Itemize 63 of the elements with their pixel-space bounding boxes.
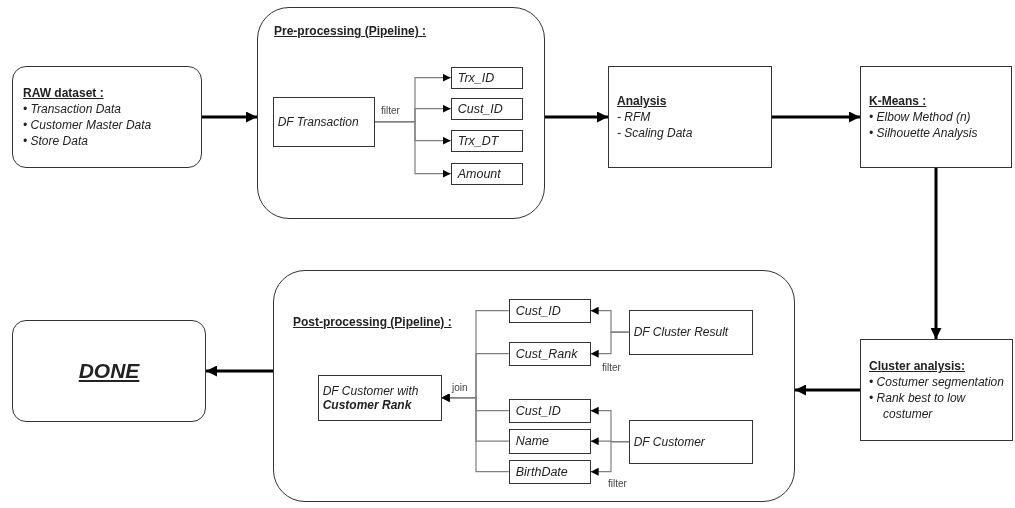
done-label: DONE	[78, 359, 140, 383]
process-box	[272, 96, 375, 147]
arrow	[795, 384, 860, 396]
field-label: Name	[515, 434, 551, 449]
field-box	[450, 129, 523, 152]
field-label: Trx_DT	[457, 133, 500, 148]
process-box	[628, 419, 753, 464]
rounded-box	[12, 320, 206, 422]
bullet-item: • Elbow Method (n)	[869, 109, 972, 125]
arrow	[930, 168, 942, 339]
box-heading: RAW dataset :	[23, 85, 105, 101]
edge-label: filter	[380, 105, 401, 116]
field-label: Amount	[457, 166, 502, 181]
arrow	[441, 393, 510, 473]
field-box	[508, 459, 591, 484]
box-heading: Analysis	[617, 93, 668, 109]
arrow	[374, 121, 452, 178]
field-box	[508, 398, 591, 423]
pipeline-panel	[273, 270, 795, 502]
field-box	[508, 341, 591, 366]
field-box	[508, 298, 591, 323]
arrow	[545, 111, 608, 123]
list-item: - Scaling Data	[617, 125, 694, 141]
field-box	[508, 428, 591, 454]
bullet-item: • Customer Master Data	[23, 117, 153, 133]
box-label: DF Transaction	[277, 114, 360, 129]
box-label: DF Customer with Customer Rank	[322, 383, 420, 412]
field-label: BirthDate	[515, 464, 569, 479]
bullet-item: • Silhouette Analysis	[869, 125, 979, 141]
arrow	[590, 331, 630, 358]
edge-label: filter	[607, 478, 628, 489]
box-label: DF Cluster Result	[633, 325, 730, 340]
arrow	[202, 111, 257, 123]
list-item: - RFM	[617, 109, 652, 125]
bullet-item: • Transaction Data	[23, 101, 123, 117]
field-label: Cust_Rank	[515, 346, 579, 361]
field-label: Cust_ID	[515, 303, 562, 318]
field-box	[450, 97, 523, 120]
panel-heading: Post-processing (Pipeline) :	[293, 315, 452, 329]
edge-label: join	[451, 382, 469, 393]
field-box	[450, 66, 523, 89]
field-label: Trx_ID	[457, 70, 496, 85]
arrow	[206, 365, 273, 377]
field-label: Cust_ID	[457, 101, 504, 116]
panel-heading: Pre-processing (Pipeline) :	[274, 24, 427, 38]
bullet-item: • Costumer segmentation	[869, 374, 1004, 390]
rounded-box	[12, 66, 202, 168]
box-label: DF Customer	[633, 434, 706, 449]
field-box	[450, 162, 523, 185]
box-heading: K-Means :	[869, 93, 928, 109]
arrow	[590, 441, 630, 476]
process-box	[860, 66, 1012, 168]
bullet-item: • Rank best to low costumer	[869, 390, 967, 422]
bullet-item: • Store Data	[23, 133, 89, 149]
process-box	[317, 374, 442, 421]
box-heading: Cluster analysis:	[869, 358, 967, 374]
process-box	[628, 309, 753, 355]
process-box	[608, 66, 772, 168]
arrow	[772, 111, 860, 123]
edge-label: filter	[601, 362, 622, 373]
process-box	[860, 339, 1013, 441]
field-label: Cust_ID	[515, 403, 562, 418]
pipeline-panel	[257, 7, 545, 219]
